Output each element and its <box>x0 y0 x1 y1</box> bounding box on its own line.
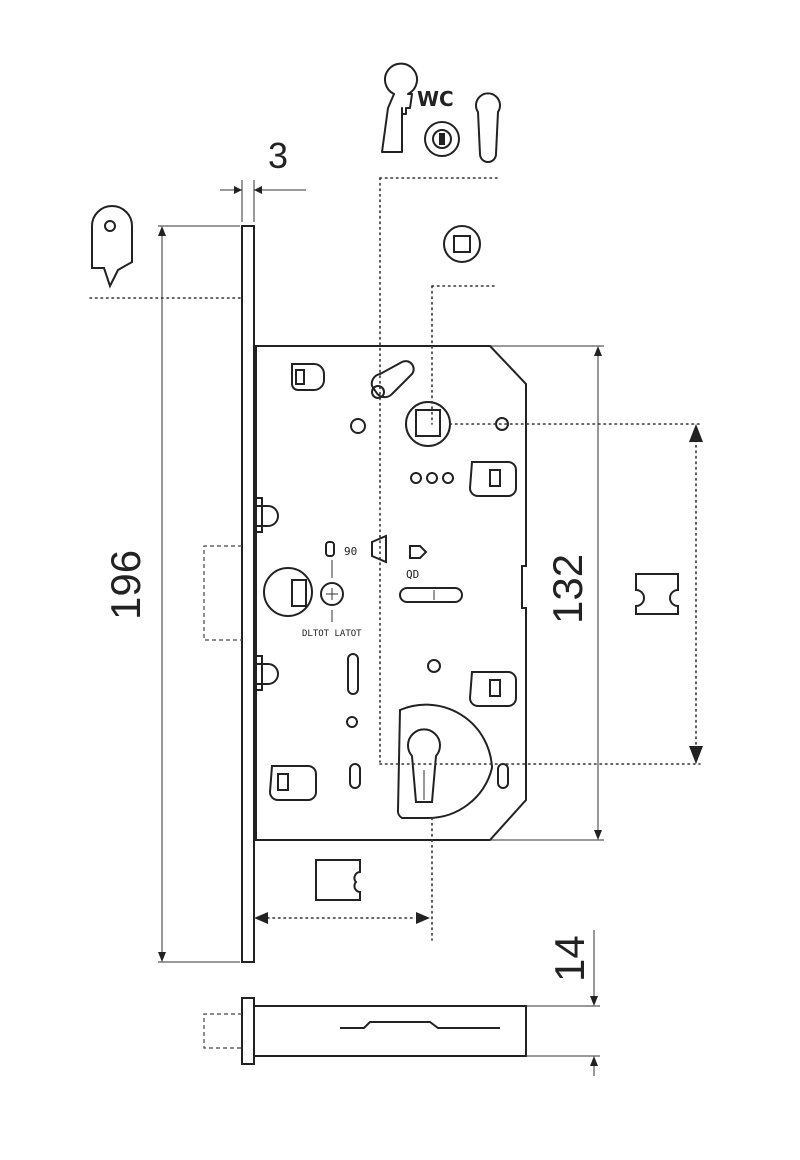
mounting-slot <box>468 461 517 497</box>
dimension-3-label: 3 <box>268 135 288 176</box>
side-view <box>203 997 527 1065</box>
latch-bolt-dashed <box>203 545 242 641</box>
square-spindle-icon <box>443 225 481 263</box>
dimension-14-label: 14 <box>546 935 593 982</box>
keyhole-icon <box>381 62 418 153</box>
latch-follower <box>263 560 344 622</box>
small-label-1: 90 <box>344 545 357 558</box>
mounting-slot <box>468 671 517 707</box>
dimension-132-lines <box>490 345 604 841</box>
dimension-196-lines <box>158 225 240 963</box>
backset-icon <box>315 859 361 901</box>
mounting-slot <box>291 363 325 391</box>
backset-arrow <box>254 912 430 924</box>
euro-profile-icon <box>475 92 501 163</box>
latch-spring <box>253 497 279 533</box>
spindle-profile-icon <box>635 573 679 615</box>
dimension-196-label: 196 <box>102 550 149 620</box>
indicator-marks <box>410 472 454 484</box>
latch-spring <box>253 655 279 691</box>
wc-thumbturn-icon <box>424 121 460 157</box>
cylinder-cam <box>396 703 494 820</box>
dimension-14-lines <box>526 930 600 1076</box>
lock-label: DLTOT LATOT <box>302 629 362 639</box>
tab-icon <box>91 205 133 289</box>
center-distance-arrow <box>689 424 703 764</box>
dimension-3-lines <box>220 180 306 222</box>
faceplate <box>241 225 255 963</box>
lock-body <box>255 345 527 841</box>
wc-label: WC <box>417 87 454 111</box>
dimension-132-label: 132 <box>544 554 591 624</box>
mounting-slot <box>268 765 317 801</box>
small-label-2: QD <box>406 568 419 581</box>
